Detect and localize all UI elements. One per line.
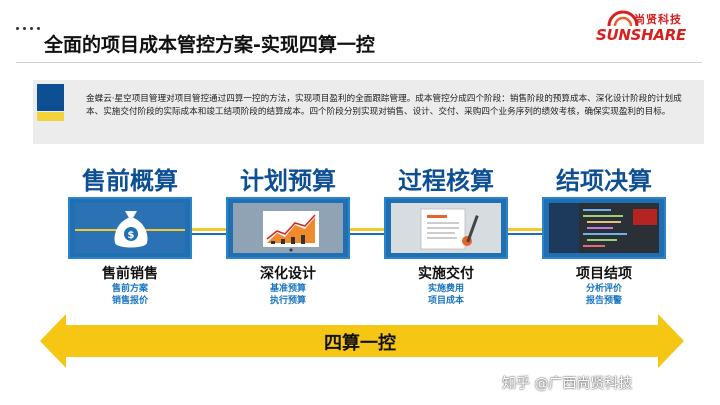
page-title: 全面的项目成本管控方案-实现四算一控 (44, 34, 375, 56)
arrow-right-head (658, 314, 684, 368)
watermark: 知乎 @广西尚贤科技 (502, 376, 633, 392)
connector-3-blue (496, 233, 556, 235)
stage-frame-presale: $ (68, 197, 192, 259)
stage-frame-process (384, 197, 508, 259)
intro-yellow-block (37, 112, 64, 121)
logo-name-en: SUNSHARE (596, 26, 686, 44)
svg-text:$: $ (128, 230, 135, 241)
stage-name-closing: 项目结项 (576, 266, 632, 282)
stage-frame-plan (226, 197, 350, 259)
connector-2-blue (338, 233, 398, 235)
stage-sub-process-2: 项目成本 (427, 296, 464, 306)
stage-sub-closing-2: 报告预警 (585, 296, 622, 306)
stage-frame-closing (542, 197, 666, 259)
stage-name-process: 实施交付 (418, 266, 474, 282)
title-dots (16, 27, 40, 30)
stage-sub-process-1: 实施费用 (427, 284, 464, 294)
logo-name-zh: 尚贤科技 (634, 13, 682, 26)
connector-2 (338, 228, 398, 231)
stage-title-presale: 售前概算 (82, 167, 178, 195)
stage-name-plan: 深化设计 (260, 266, 316, 282)
title-divider (16, 62, 702, 63)
stage-sub-presale-1: 售前方案 (111, 284, 148, 294)
money-bag-icon: $ (75, 211, 185, 248)
stage-sub-closing-1: 分析评价 (585, 284, 622, 294)
stage-title-plan: 计划预算 (240, 167, 336, 195)
stage-sub-plan-1: 基准预算 (269, 284, 306, 294)
brand-logo: 尚贤科技 SUNSHARE (596, 8, 706, 52)
stage-title-closing: 结项决算 (556, 167, 652, 195)
intro-text: 金蝶云·星空项目管理对项目管控通过四算一控的方法，实现项目盈利的全面跟踪管理。成… (86, 94, 682, 117)
arrow-left-head (40, 314, 66, 368)
stage-sub-presale-2: 销售报价 (111, 296, 148, 306)
control-banner (64, 325, 660, 357)
logo-sun-icon (607, 10, 639, 27)
control-banner-label: 四算一控 (324, 333, 396, 354)
stage-sub-plan-2: 执行预算 (269, 296, 306, 306)
code-screen-icon (549, 203, 657, 253)
intro-blue-block (37, 84, 64, 111)
connector-1-blue (180, 233, 240, 235)
connector-3 (496, 228, 556, 231)
intro-panel (33, 80, 704, 144)
stage-name-presale: 售前销售 (102, 266, 158, 282)
document-icon (420, 208, 479, 250)
connector-1 (180, 228, 240, 231)
stage-title-process: 过程核算 (398, 167, 494, 195)
trend-chart-icon (263, 211, 319, 252)
